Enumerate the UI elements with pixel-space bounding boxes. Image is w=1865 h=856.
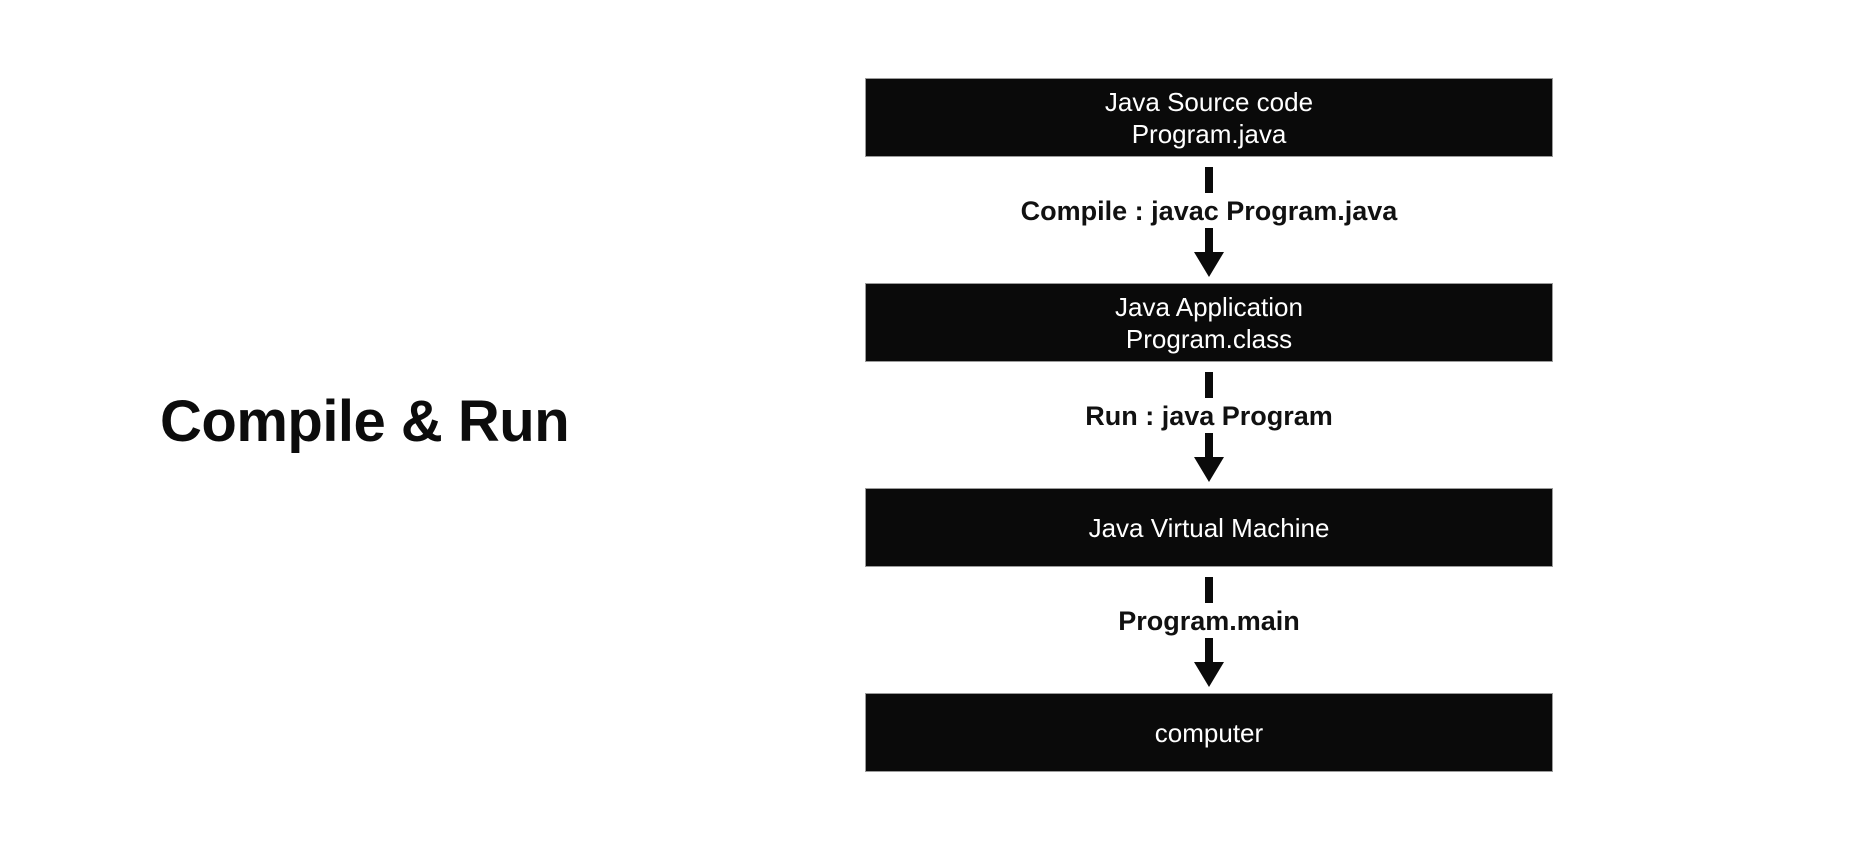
arrow-down-icon — [1194, 433, 1224, 482]
connector-dash-icon — [1205, 577, 1213, 603]
connector-compile: Compile : javac Program.java — [865, 157, 1553, 283]
connector-dash-icon — [1205, 167, 1213, 193]
connector-run: Run : java Program — [865, 362, 1553, 488]
arrow-down-icon — [1194, 228, 1224, 277]
flowchart: Java Source code Program.java Compile : … — [865, 78, 1553, 772]
arrow-down-icon — [1194, 638, 1224, 687]
node-label-line: Java Virtual Machine — [1088, 512, 1330, 543]
connector-label: Compile : javac Program.java — [1020, 196, 1398, 226]
connector-label: Run : java Program — [1085, 401, 1333, 431]
node-computer: computer — [865, 693, 1553, 772]
node-java-application: Java Application Program.class — [865, 283, 1553, 362]
node-label-line: Java Source code — [1104, 86, 1314, 117]
connector-label: Program.main — [1118, 606, 1300, 636]
node-java-virtual-machine: Java Virtual Machine — [865, 488, 1553, 567]
node-label-line: Java Application — [1115, 291, 1303, 322]
node-label-line: Program.class — [1125, 323, 1293, 354]
connector-program-main: Program.main — [865, 567, 1553, 693]
node-label-line: computer — [1154, 717, 1264, 748]
node-java-source-code: Java Source code Program.java — [865, 78, 1553, 157]
diagram-title: Compile & Run — [160, 389, 570, 454]
node-label-line: Program.java — [1131, 118, 1287, 149]
connector-dash-icon — [1205, 372, 1213, 398]
